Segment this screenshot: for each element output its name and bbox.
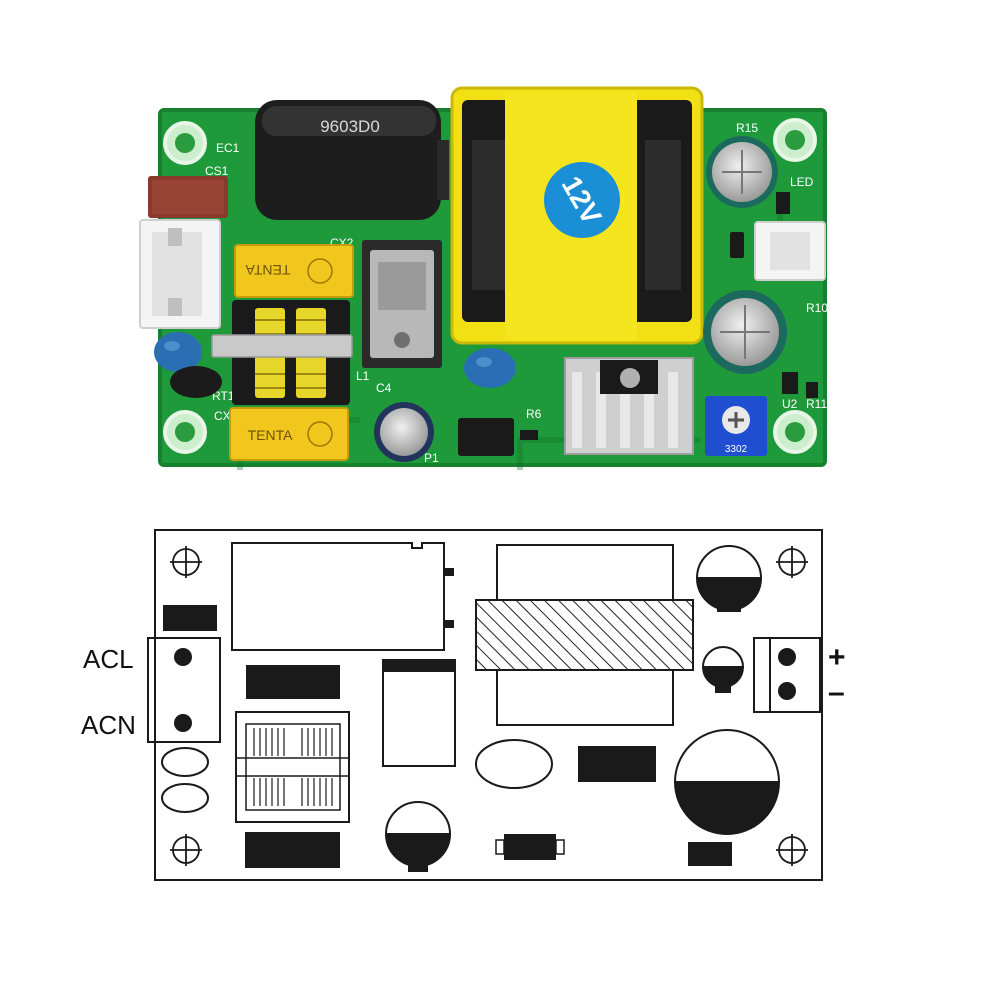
diagram-trimmer (688, 842, 732, 866)
voltage-sticker (544, 162, 620, 238)
pcb-photo: 9603D0 EC1 CS1 CX2 RT1 CX L1 C4 P1 R6 R1… (139, 86, 828, 470)
label-l1: L1 (356, 369, 370, 383)
silkscreen-labels: EC1 CS1 CX2 RT1 CX L1 C4 P1 R6 R15 LED U… (205, 121, 828, 465)
label-u2: U2 (782, 397, 798, 411)
diagram-y-capacitor-2 (161, 783, 209, 813)
x-capacitor-brand-top: TENTA (245, 262, 291, 278)
diagram-output-cap-mid (701, 646, 745, 693)
diagram-y-capacitor-1 (161, 747, 209, 777)
diagram-bulk-capacitor (231, 542, 445, 651)
board-outline (154, 529, 823, 881)
x-capacitor-brand-bottom: TENTA (248, 427, 294, 443)
smd-parts (520, 192, 818, 440)
label-rt1: RT1 (212, 389, 235, 403)
aux-capacitor (374, 402, 434, 462)
diagram-output-cap-small (695, 545, 763, 612)
diagram-bridge (382, 659, 456, 767)
mounting-holes (163, 118, 817, 454)
common-mode-choke (211, 300, 353, 405)
diagram-fuse (163, 605, 217, 631)
capacitor-marking: 9603D0 (320, 117, 380, 136)
diagram-aux-capacitor (384, 801, 452, 872)
pin-label-acn: ACN (81, 710, 136, 740)
diagram-choke (235, 711, 350, 823)
diagram-output-connector (753, 637, 821, 713)
diagram-smd (495, 834, 565, 860)
x-capacitor-top: TENTA (234, 244, 354, 298)
transformer: 12V (450, 86, 704, 345)
bulk-capacitor: 9603D0 (255, 100, 449, 220)
label-c4: C4 (376, 381, 392, 395)
bridge-heatsink (362, 240, 442, 368)
diagram-transformer (475, 544, 694, 726)
label-r11: R11 (806, 397, 827, 411)
trimmer-marking: 3302 (725, 444, 748, 455)
y-capacitors (154, 332, 516, 388)
label-r15: R15 (736, 121, 758, 135)
diagram-output-cap-large (673, 729, 781, 835)
input-connector (139, 219, 221, 329)
polarity-plus: + (828, 641, 846, 674)
optocoupler (458, 418, 514, 456)
label-r10: R10 (806, 301, 828, 315)
diagram-x-capacitor-bottom (245, 832, 340, 868)
diagram-optocoupler (578, 746, 656, 782)
x-capacitor-bottom: TENTA (229, 407, 349, 461)
label-cs1: CS1 (205, 164, 229, 178)
label-ec1: EC1 (216, 141, 240, 155)
diagram-y-capacitor-3 (475, 739, 553, 789)
fuse (148, 176, 228, 218)
label-cx: CX (214, 409, 231, 423)
diagram-input-connector (147, 637, 221, 743)
label-p1: P1 (424, 451, 439, 465)
board-outline-diagram (147, 529, 823, 881)
trimmer-pot: 3302 (705, 396, 767, 456)
output-connector (754, 221, 826, 281)
thermistor (170, 366, 222, 398)
polarity-minus: – (828, 676, 845, 709)
diagram-x-capacitor-top (246, 665, 340, 699)
pin-label-acl: ACL (83, 644, 134, 674)
output-heatsink (564, 357, 694, 455)
output-cap-large (703, 290, 787, 374)
diagram-mounting-marks (170, 546, 808, 866)
output-cap-small (706, 136, 778, 208)
label-led: LED (790, 175, 814, 189)
label-r6: R6 (526, 407, 542, 421)
